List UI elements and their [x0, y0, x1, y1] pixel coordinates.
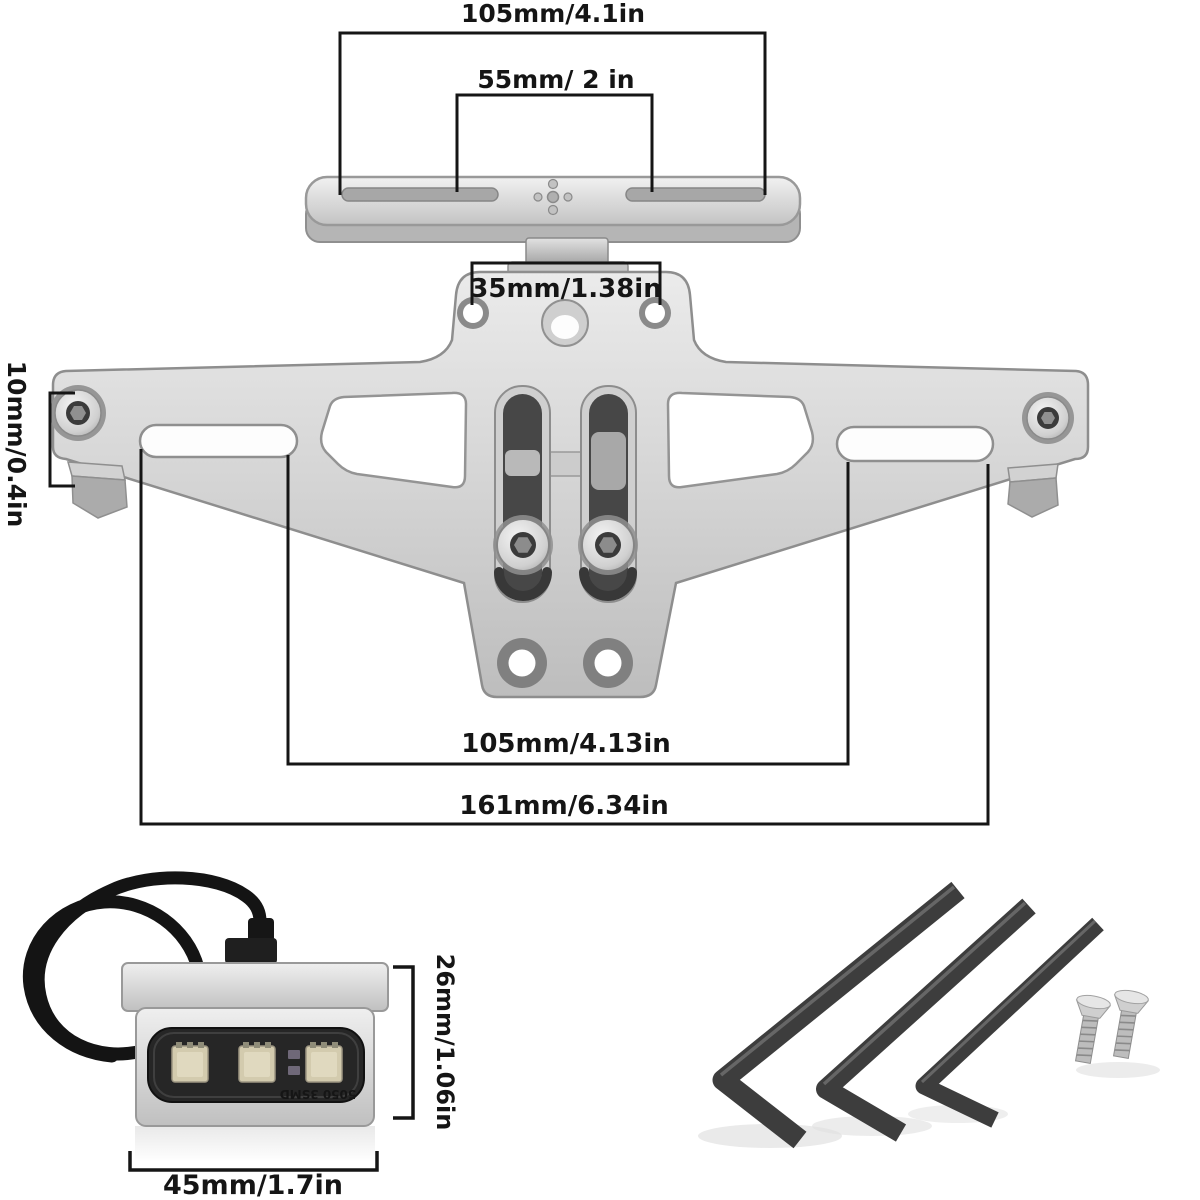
adjuster-bolt-right — [578, 515, 638, 575]
led-chip-1 — [171, 1042, 209, 1083]
dim-bracket-bottom-outer — [139, 449, 990, 826]
slot-end-shadow-right — [579, 567, 637, 601]
screw-2 — [1112, 989, 1150, 1060]
led-chip-2 — [238, 1042, 276, 1083]
mounting-screws — [1074, 989, 1160, 1078]
dim-label-bottom-inner: 105mm/4.13in — [461, 729, 671, 759]
slot-end-shadow-left — [494, 567, 552, 601]
dim-bracket-left-height — [48, 391, 75, 488]
wing-slot-left — [138, 423, 299, 459]
screw-1 — [1074, 994, 1112, 1065]
top-dimensions — [338, 31, 767, 195]
screw-shadow — [1076, 1062, 1160, 1078]
hook-right — [1007, 463, 1059, 518]
light-mount-flange — [121, 962, 389, 1012]
led-chip-label: 5050 3SMD — [280, 1087, 357, 1101]
hex-wrenches — [698, 881, 1104, 1149]
end-bolt-left — [50, 385, 106, 441]
led-light-module: 5050 3SMD 26mm/1.06in 45mm/1.7in — [22, 871, 459, 1200]
bracket-cutout-left — [319, 391, 468, 489]
dim-label-light-width: 45mm/1.7in — [163, 1170, 343, 1200]
plate-slot-left — [341, 187, 499, 202]
bottom-dimensions — [139, 449, 990, 826]
module-reflection — [135, 1126, 375, 1162]
dim-bracket-bottom-inner — [286, 455, 850, 766]
dim-bracket-top-outer — [338, 31, 767, 195]
adjuster-bolt-left — [493, 515, 553, 575]
bracket-cutout-right — [666, 391, 815, 489]
dim-label-top-width: 105mm/4.1in — [461, 0, 645, 28]
dim-label-left-height: 10mm/0.4in — [2, 361, 31, 528]
led-chip-3 — [305, 1042, 343, 1083]
dim-bracket-light-height — [393, 965, 415, 1120]
hook-left — [66, 461, 128, 519]
dim-label-light-height: 26mm/1.06in — [431, 954, 459, 1131]
smd-component-1 — [288, 1050, 300, 1059]
main-bracket — [50, 270, 1090, 699]
dim-bracket-hole-spacing — [470, 261, 662, 305]
dim-label-top-slot-width: 55mm/ 2 in — [477, 65, 634, 94]
plate-slot-right — [625, 187, 766, 202]
wrench-shadow-1 — [698, 1124, 842, 1148]
dim-bracket-top-inner — [455, 93, 654, 192]
hex-wrench-medium — [816, 898, 1036, 1142]
top-mounting-plate — [304, 175, 802, 281]
led-chips — [171, 1042, 343, 1083]
smd-component-2 — [288, 1066, 300, 1075]
dim-label-bottom-outer: 161mm/6.34in — [459, 791, 669, 821]
cable-connector-top — [248, 918, 274, 942]
wing-slot-right — [835, 425, 995, 463]
end-bolt-right — [1022, 392, 1074, 444]
hex-wrench-small — [915, 917, 1104, 1128]
dim-bracket-light-width — [128, 1151, 379, 1172]
bracket-body — [51, 270, 1090, 699]
dim-label-hole-spacing: 35mm/1.38in — [470, 274, 661, 304]
cable-connector — [225, 938, 277, 964]
hex-wrench-large — [712, 881, 965, 1149]
plate-center-holes — [533, 178, 573, 216]
